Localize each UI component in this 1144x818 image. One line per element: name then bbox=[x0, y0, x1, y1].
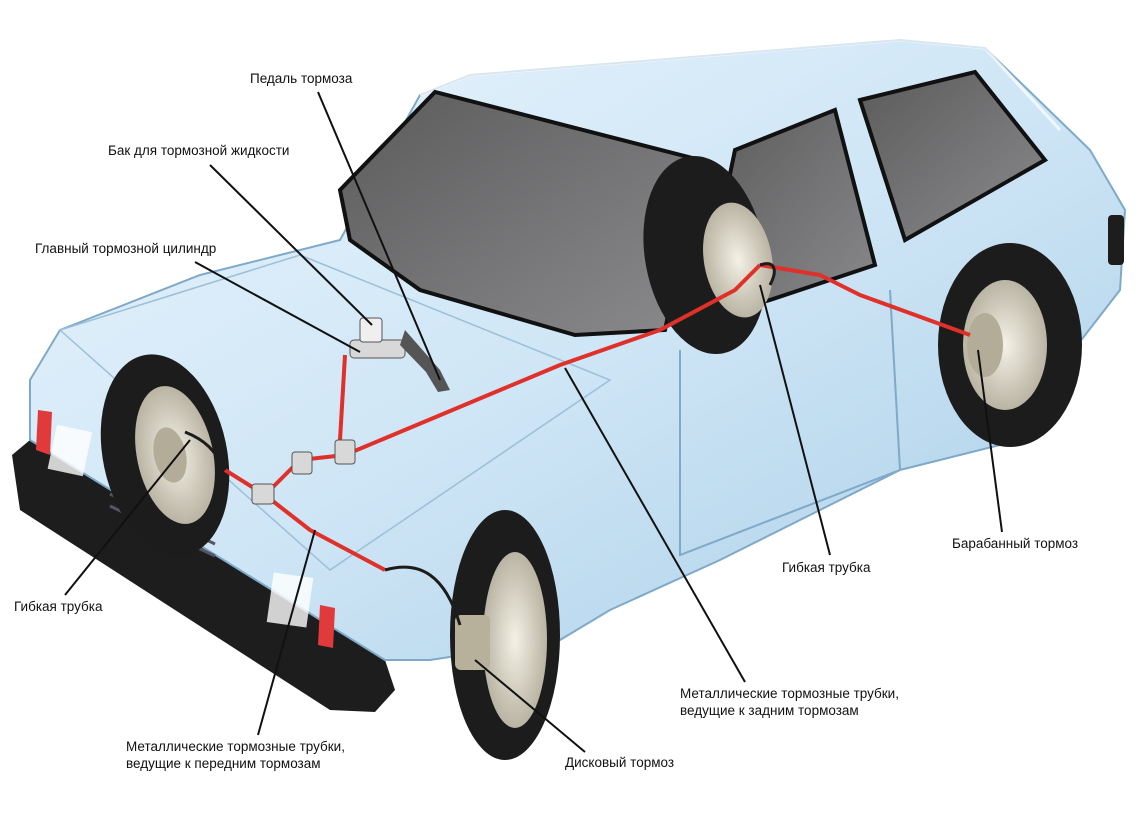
label-disc-brake: Дисковый тормоз bbox=[565, 755, 675, 770]
roof-line bbox=[419, 38, 1062, 132]
leader-fluid-reservoir bbox=[209, 164, 373, 326]
leader-disc-brake bbox=[474, 659, 586, 753]
leader-rear-lines bbox=[564, 367, 746, 683]
front-bumper bbox=[12, 440, 395, 712]
front-indicator-left bbox=[36, 410, 52, 455]
flex-hoses bbox=[184, 262, 776, 626]
rear-left-wheel bbox=[643, 155, 773, 355]
label-flex-hose-front: Гибкая трубка bbox=[14, 599, 103, 614]
rear-right-wheel bbox=[938, 243, 1082, 447]
brake-lines bbox=[223, 263, 971, 572]
license-plate-left bbox=[47, 424, 93, 477]
label-flex-hose-rear: Гибкая трубка bbox=[782, 560, 871, 575]
label-front-brake-lines-line1: Металлические тормозные трубки, bbox=[126, 739, 345, 754]
leader-flex-hose-front bbox=[64, 439, 191, 596]
license-plate-right bbox=[266, 572, 314, 628]
front-left-wheel bbox=[100, 354, 230, 556]
side-window-rear bbox=[857, 69, 1049, 243]
label-rear-brake-lines: Металлические тормозные трубки, ведущие … bbox=[680, 685, 899, 719]
label-drum-brake: Барабанный тормоз bbox=[952, 536, 1079, 551]
hood-line bbox=[58, 254, 612, 571]
label-rear-brake-lines-line2: ведущие к задним тормозам bbox=[680, 703, 859, 718]
front-right-wheel bbox=[450, 510, 560, 760]
label-fluid-reservoir: Бак для тормозной жидкости bbox=[108, 143, 290, 158]
leader-master-cylinder bbox=[194, 261, 361, 353]
label-front-brake-lines-line2: ведущие к передним тормозам bbox=[126, 756, 321, 771]
leader-front-lines bbox=[257, 529, 316, 736]
windshield bbox=[337, 89, 703, 338]
label-master-cylinder: Главный тормозной цилиндр bbox=[35, 241, 217, 256]
leader-drum-brake bbox=[977, 349, 1003, 533]
rear-tail-light bbox=[1108, 215, 1124, 265]
leader-brake-pedal bbox=[317, 91, 441, 381]
leader-flex-hose-rear bbox=[759, 284, 831, 556]
front-indicator-right bbox=[318, 605, 335, 648]
leader-lines bbox=[64, 91, 1003, 753]
label-brake-pedal: Педаль тормоза bbox=[250, 71, 353, 86]
label-front-brake-lines: Металлические тормозные трубки, ведущие … bbox=[126, 738, 345, 772]
door-outline bbox=[679, 289, 902, 557]
label-rear-brake-lines-line1: Металлические тормозные трубки, bbox=[680, 686, 899, 701]
line-fittings bbox=[251, 439, 356, 505]
